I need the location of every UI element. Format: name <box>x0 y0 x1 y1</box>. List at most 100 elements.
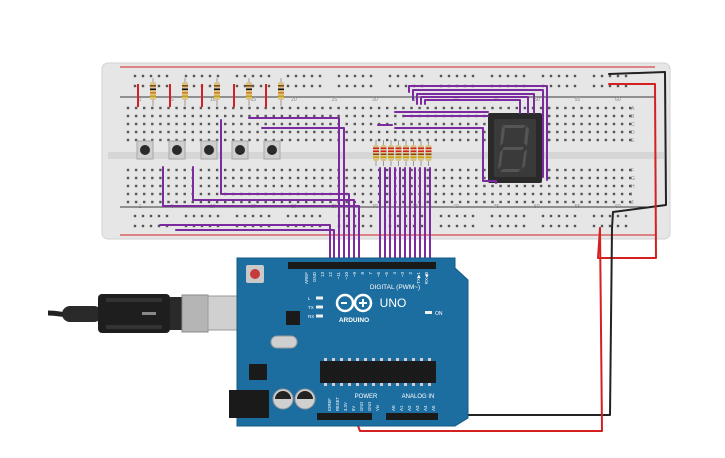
rail-hole[interactable] <box>573 74 577 78</box>
terminal-hole[interactable] <box>232 130 235 134</box>
terminal-hole[interactable] <box>434 200 437 204</box>
terminal-hole[interactable] <box>499 184 502 188</box>
rail-hole[interactable] <box>302 214 306 218</box>
terminal-hole[interactable] <box>345 122 348 126</box>
terminal-hole[interactable] <box>491 106 494 110</box>
terminal-hole[interactable] <box>475 130 478 134</box>
rail-hole[interactable] <box>565 74 569 78</box>
terminal-hole[interactable] <box>612 168 616 172</box>
terminal-hole[interactable] <box>410 184 413 188</box>
terminal-hole[interactable] <box>515 184 518 188</box>
terminal-hole[interactable] <box>475 176 478 180</box>
rail-hole[interactable] <box>294 214 298 218</box>
terminal-hole[interactable] <box>329 138 332 142</box>
rail-hole[interactable] <box>157 214 161 218</box>
terminal-hole[interactable] <box>612 114 616 118</box>
rail-hole[interactable] <box>522 214 526 218</box>
terminal-hole[interactable] <box>629 184 632 188</box>
terminal-hole[interactable] <box>199 200 203 204</box>
terminal-hole[interactable] <box>361 122 365 126</box>
terminal-hole[interactable] <box>151 200 154 204</box>
terminal-hole[interactable] <box>596 192 599 196</box>
terminal-hole[interactable] <box>523 106 527 110</box>
terminal-hole[interactable] <box>134 114 138 118</box>
terminal-hole[interactable] <box>126 106 130 110</box>
terminal-hole[interactable] <box>483 138 486 142</box>
terminal-hole[interactable] <box>572 114 575 118</box>
rail-hole[interactable] <box>412 74 416 78</box>
terminal-hole[interactable] <box>207 176 211 180</box>
terminal-hole[interactable] <box>232 114 235 118</box>
terminal-hole[interactable] <box>596 130 599 134</box>
terminal-hole[interactable] <box>159 168 162 172</box>
rail-hole[interactable] <box>345 224 349 228</box>
terminal-hole[interactable] <box>386 176 389 180</box>
terminal-hole[interactable] <box>410 122 413 126</box>
terminal-hole[interactable] <box>175 106 178 110</box>
terminal-hole[interactable] <box>369 192 373 196</box>
terminal-hole[interactable] <box>596 122 599 126</box>
terminal-hole[interactable] <box>426 184 429 188</box>
terminal-hole[interactable] <box>321 176 324 180</box>
terminal-hole[interactable] <box>442 200 446 204</box>
terminal-hole[interactable] <box>596 168 599 172</box>
terminal-hole[interactable] <box>369 106 373 110</box>
terminal-hole[interactable] <box>272 200 275 204</box>
terminal-hole[interactable] <box>556 114 559 118</box>
terminal-hole[interactable] <box>215 184 219 188</box>
terminal-hole[interactable] <box>442 122 446 126</box>
terminal-hole[interactable] <box>126 122 130 126</box>
terminal-hole[interactable] <box>588 106 591 110</box>
terminal-hole[interactable] <box>588 200 591 204</box>
terminal-hole[interactable] <box>394 114 397 118</box>
rail-hole[interactable] <box>498 224 502 228</box>
digital-header[interactable] <box>288 262 436 269</box>
terminal-hole[interactable] <box>296 176 300 180</box>
terminal-hole[interactable] <box>491 192 494 196</box>
terminal-hole[interactable] <box>151 106 154 110</box>
terminal-hole[interactable] <box>305 200 308 204</box>
terminal-hole[interactable] <box>361 176 365 180</box>
terminal-hole[interactable] <box>313 176 316 180</box>
rail-hole[interactable] <box>141 224 145 228</box>
rail-hole[interactable] <box>165 74 169 78</box>
terminal-hole[interactable] <box>329 200 332 204</box>
terminal-hole[interactable] <box>264 138 267 142</box>
terminal-hole[interactable] <box>345 106 348 110</box>
rail-hole[interactable] <box>235 74 239 78</box>
terminal-hole[interactable] <box>386 138 389 142</box>
terminal-hole[interactable] <box>288 200 292 204</box>
rail-hole[interactable] <box>345 84 349 88</box>
terminal-hole[interactable] <box>548 138 551 142</box>
terminal-hole[interactable] <box>629 106 632 110</box>
terminal-hole[interactable] <box>467 138 470 142</box>
terminal-hole[interactable] <box>604 106 608 110</box>
terminal-hole[interactable] <box>207 200 211 204</box>
rail-hole[interactable] <box>310 74 314 78</box>
terminal-hole[interactable] <box>329 106 332 110</box>
terminal-hole[interactable] <box>604 138 608 142</box>
rail-hole[interactable] <box>592 84 596 88</box>
terminal-hole[interactable] <box>507 200 510 204</box>
terminal-hole[interactable] <box>442 106 446 110</box>
terminal-hole[interactable] <box>369 138 373 142</box>
terminal-hole[interactable] <box>215 130 219 134</box>
terminal-hole[interactable] <box>483 192 486 196</box>
rail-hole[interactable] <box>404 74 408 78</box>
rail-hole[interactable] <box>369 214 373 218</box>
terminal-hole[interactable] <box>580 106 583 110</box>
terminal-hole[interactable] <box>539 200 543 204</box>
terminal-hole[interactable] <box>483 184 486 188</box>
terminal-hole[interactable] <box>134 138 138 142</box>
terminal-hole[interactable] <box>402 184 405 188</box>
rail-hole[interactable] <box>141 74 145 78</box>
rail-hole[interactable] <box>463 224 467 228</box>
terminal-hole[interactable] <box>272 176 275 180</box>
terminal-hole[interactable] <box>305 176 308 180</box>
rail-hole[interactable] <box>573 214 577 218</box>
power-header[interactable] <box>317 413 372 420</box>
segment-resistor[interactable] <box>425 145 432 161</box>
terminal-hole[interactable] <box>434 106 437 110</box>
rail-hole[interactable] <box>557 84 561 88</box>
terminal-hole[interactable] <box>377 130 381 134</box>
